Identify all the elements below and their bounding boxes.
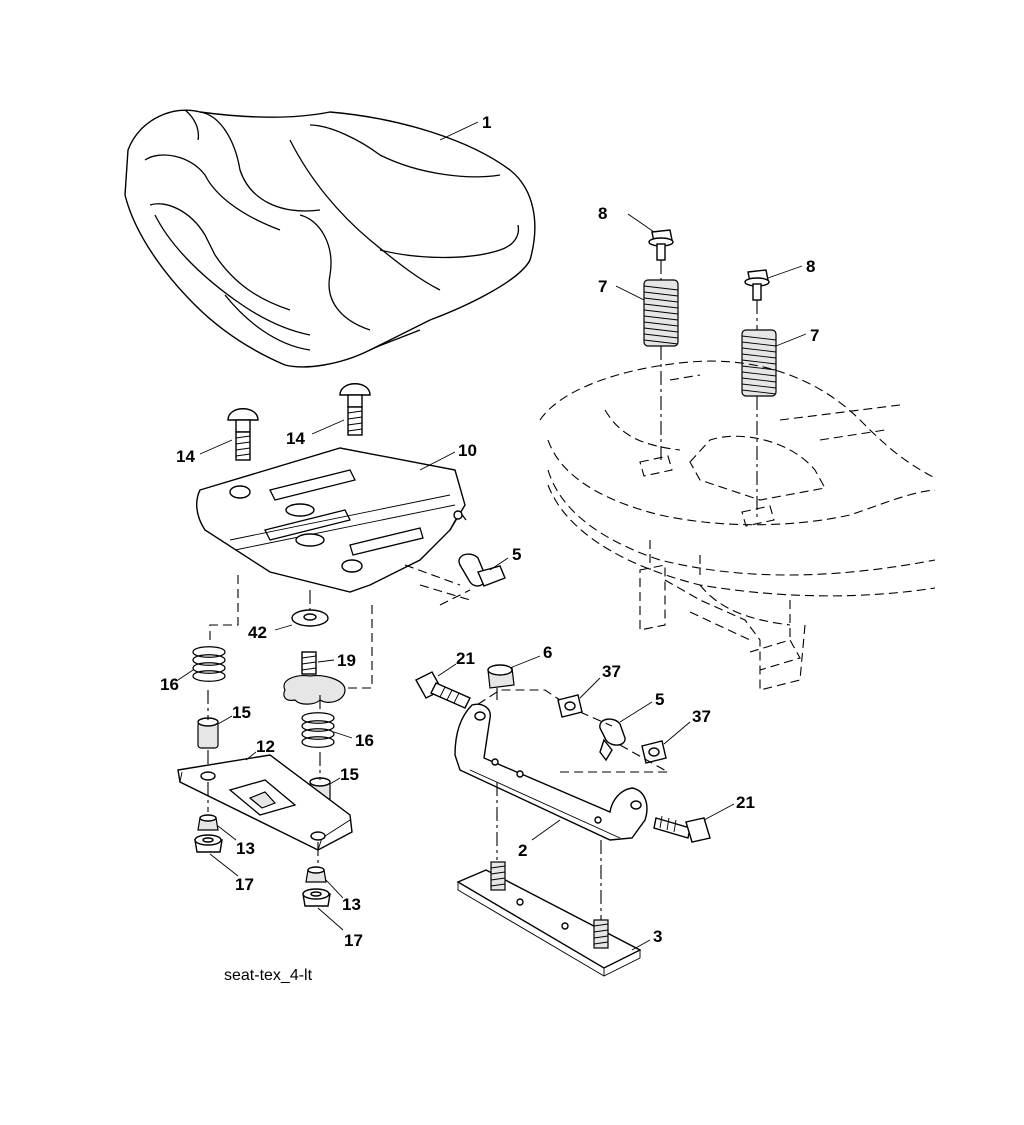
callout-17-right: 17: [344, 931, 363, 950]
callout-2: 2: [518, 841, 527, 860]
callout-7-left: 7: [598, 277, 607, 296]
callout-6: 6: [543, 643, 552, 662]
callout-14-right: 14: [286, 429, 305, 448]
callout-13-left: 13: [236, 839, 255, 858]
spring-left: [192, 646, 226, 682]
callout-37-upper: 37: [602, 662, 621, 681]
tractor-frame-phantom: [539, 360, 936, 691]
bolt-8-right: [744, 269, 770, 301]
knob-part: [283, 651, 346, 705]
callout-15-right: 15: [340, 765, 359, 784]
callout-5-upper: 5: [512, 545, 521, 564]
spring-7-right: [741, 329, 777, 397]
diagram-caption: seat-tex_4-lt: [224, 967, 313, 984]
bolt-8-left: [648, 229, 674, 261]
nut-17-right: [302, 888, 331, 907]
callout-8-right: 8: [806, 257, 815, 276]
nut-13-left: [197, 814, 219, 831]
callout-19: 19: [337, 651, 356, 670]
callout-16-right: 16: [355, 731, 374, 750]
seat-pan-part: [196, 447, 467, 593]
callout-13-right: 13: [342, 895, 361, 914]
callout-16-left: 16: [160, 675, 179, 694]
callout-8-left: 8: [598, 204, 607, 223]
bolt-21-left: [415, 671, 471, 709]
spring-7-left: [643, 279, 679, 347]
callout-5-lower: 5: [655, 690, 664, 709]
callout-10: 10: [458, 441, 477, 460]
callout-12: 12: [256, 737, 275, 756]
callout-1: 1: [482, 113, 491, 132]
clip-part-upper: [458, 553, 506, 587]
callout-7-right: 7: [810, 326, 819, 345]
nut-13-right: [305, 866, 327, 883]
spring-right: [301, 712, 335, 748]
callout-15-left: 15: [232, 703, 251, 722]
carriage-bolt-left: [227, 408, 259, 461]
callout-14-left: 14: [176, 447, 195, 466]
callout-17-left: 17: [235, 875, 254, 894]
washer-part: [291, 609, 329, 627]
callout-37-lower: 37: [692, 707, 711, 726]
callout-42: 42: [248, 623, 267, 642]
carriage-bolt-right: [339, 383, 371, 436]
bolt-21-right: [653, 815, 711, 843]
callout-21-right: 21: [736, 793, 755, 812]
spacer-left: [197, 717, 219, 749]
clip-part-lower: [599, 718, 626, 762]
bracket-plate-part: [177, 754, 353, 851]
nut-6-part: [487, 664, 515, 689]
nut-37-lower: [641, 740, 667, 764]
callout-3: 3: [653, 927, 662, 946]
nut-37-upper: [557, 694, 583, 718]
seat-bracket-part: [454, 703, 648, 841]
seat-part: [124, 109, 536, 368]
nut-17-left: [194, 834, 223, 853]
callout-21-left: 21: [456, 649, 475, 668]
bottom-plate-part: [456, 861, 642, 977]
